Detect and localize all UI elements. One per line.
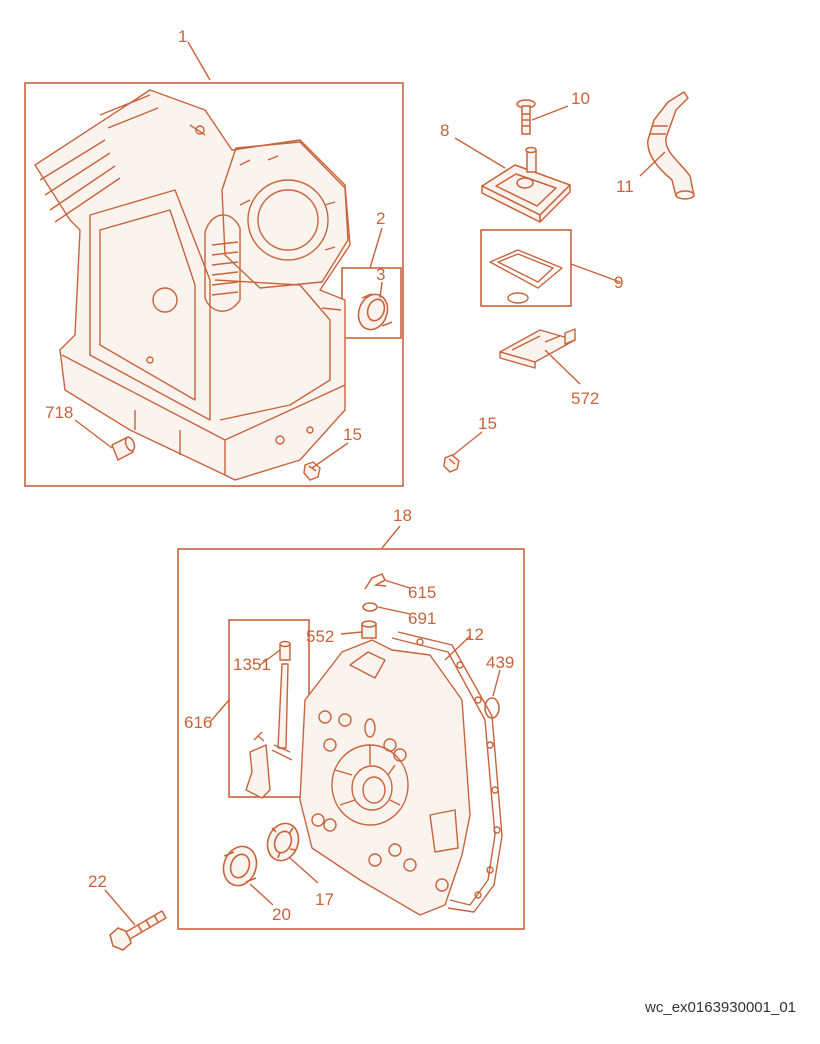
roller-bearing-part bbox=[266, 822, 300, 862]
crankcase-cover-group-box bbox=[177, 548, 525, 930]
callout-718: 718 bbox=[45, 403, 73, 422]
callout-9: 9 bbox=[614, 273, 623, 292]
callout-12: 12 bbox=[465, 625, 484, 644]
gasket-part bbox=[489, 249, 563, 304]
breather-cover-part bbox=[481, 146, 571, 223]
nut-part-right bbox=[443, 454, 460, 473]
callout-615: 615 bbox=[408, 583, 436, 602]
callout-616: 616 bbox=[184, 713, 212, 732]
callout-3: 3 bbox=[376, 265, 385, 284]
callout-691: 691 bbox=[408, 609, 436, 628]
leader-lines bbox=[74, 41, 666, 926]
gasket-group-box bbox=[480, 229, 572, 307]
callout-22: 22 bbox=[88, 872, 107, 891]
callout-15-left: 15 bbox=[343, 425, 362, 444]
callout-11: 11 bbox=[616, 177, 634, 196]
breather-tube-part bbox=[647, 91, 695, 200]
callout-2: 2 bbox=[376, 209, 385, 228]
cylinder-block-group-box bbox=[24, 82, 404, 487]
clip-part bbox=[364, 573, 387, 590]
governor-group-box bbox=[228, 619, 310, 798]
o-ring-part bbox=[484, 697, 500, 719]
nut-part-left bbox=[303, 461, 321, 481]
bolt-part bbox=[109, 910, 167, 951]
plug-part bbox=[361, 620, 377, 639]
crankcase-cover-part bbox=[299, 631, 503, 916]
callout-1: 1 bbox=[178, 27, 187, 46]
oil-seal-part bbox=[357, 293, 393, 331]
sleeve-part bbox=[111, 435, 136, 462]
breather-bolt-part bbox=[516, 99, 536, 135]
ball-bearing-part bbox=[222, 845, 258, 887]
callout-20: 20 bbox=[272, 905, 291, 924]
callout-labels: 1 2 3 8 10 11 9 572 718 15 15 18 615 691… bbox=[45, 27, 634, 924]
callout-552: 552 bbox=[306, 627, 334, 646]
callout-8: 8 bbox=[440, 121, 449, 140]
bracket-part bbox=[499, 328, 576, 369]
washer-part bbox=[362, 602, 378, 612]
callout-439: 439 bbox=[486, 653, 514, 672]
callout-1351: 1351 bbox=[233, 655, 271, 674]
governor-part bbox=[245, 640, 293, 799]
callout-18: 18 bbox=[393, 506, 412, 525]
reference-code: wc_ex0163930001_01 bbox=[644, 999, 796, 1016]
callout-10: 10 bbox=[571, 89, 590, 108]
callout-15-right: 15 bbox=[478, 414, 497, 433]
callout-572: 572 bbox=[571, 389, 599, 408]
callout-17: 17 bbox=[315, 890, 334, 909]
cylinder-block-part bbox=[34, 89, 351, 481]
